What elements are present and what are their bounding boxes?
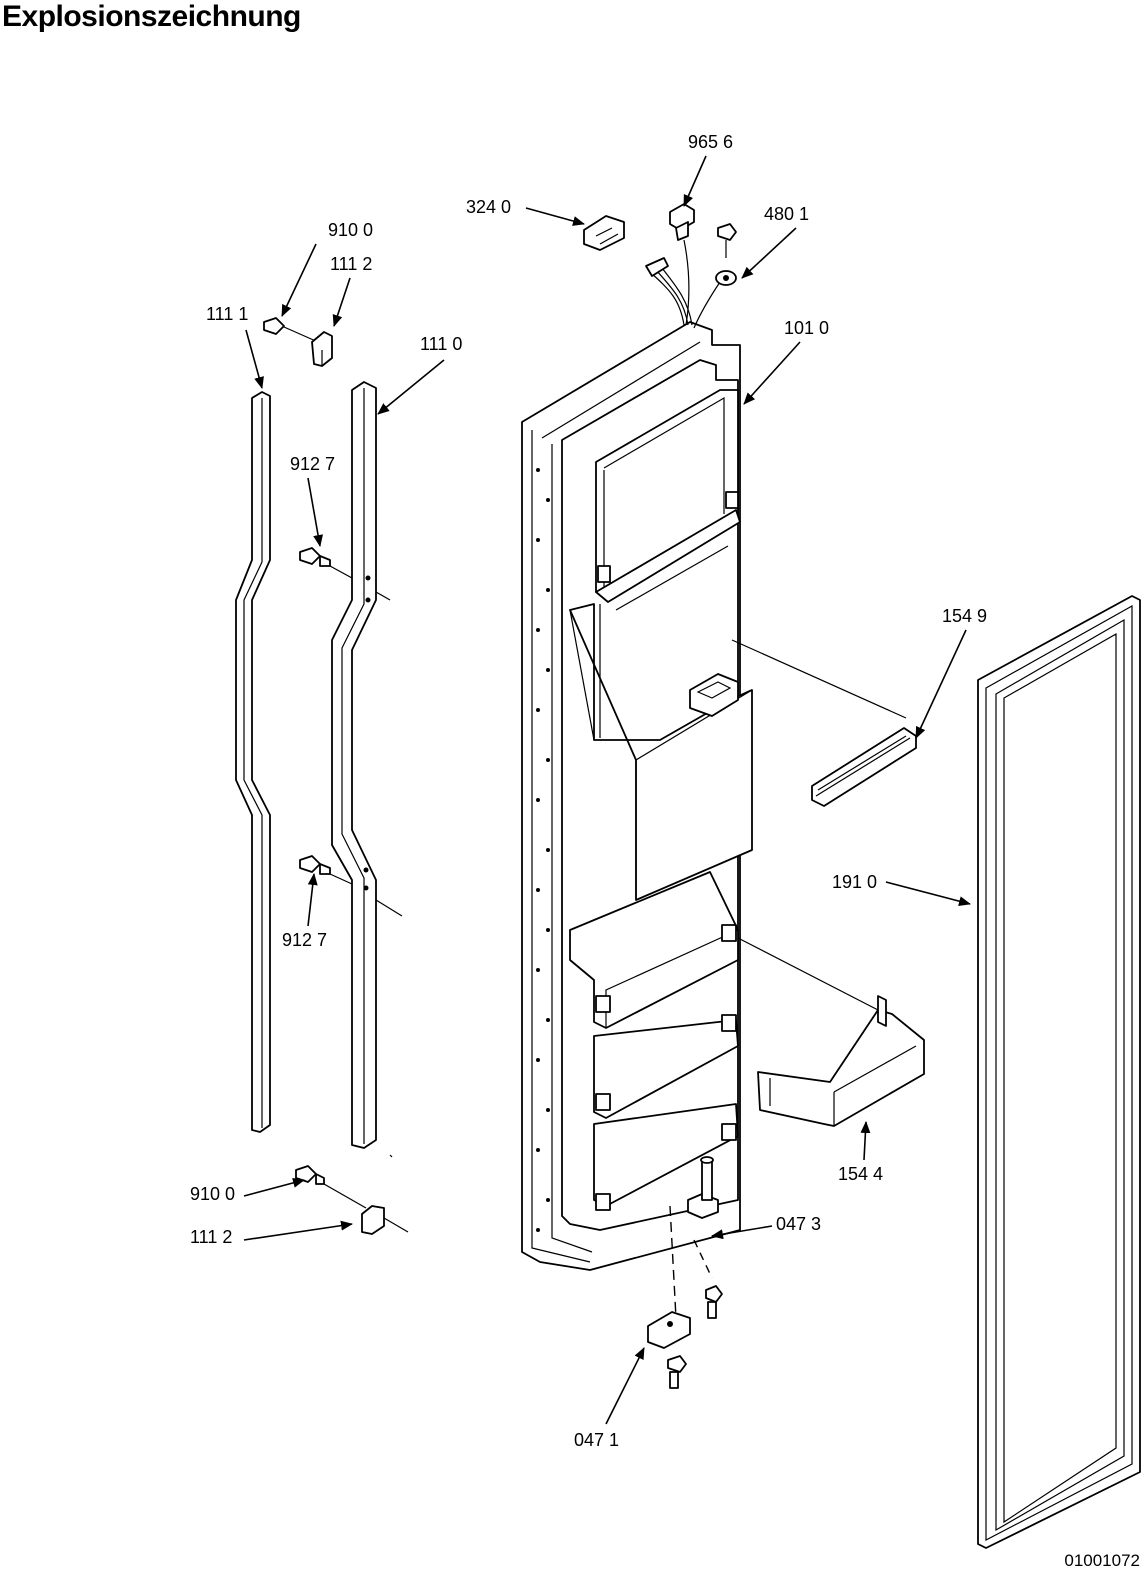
label-9100-bottom: 910 0 [190, 1184, 235, 1204]
screw-4801 [715, 223, 737, 286]
door-liner-1010 [521, 321, 907, 1319]
door-gasket-1910 [977, 595, 1141, 1549]
label-3240: 324 0 [466, 197, 511, 217]
door-bin-1544 [757, 995, 925, 1127]
label-9100-top: 910 0 [328, 220, 373, 240]
label-1549: 154 9 [942, 606, 987, 626]
hinge-block-1112-top [311, 331, 333, 367]
screw-9127-bottom [299, 855, 353, 885]
label-9127-top: 912 7 [290, 454, 335, 474]
document-number: 01001072 [1064, 1551, 1140, 1570]
screw-9100-top [263, 317, 319, 343]
label-9656: 965 6 [688, 132, 733, 152]
label-1112-top: 111 2 [330, 254, 372, 274]
hinge-bar-1110 [331, 381, 403, 1149]
label-0471: 047 1 [574, 1430, 619, 1450]
screw-9100-bottom [295, 1165, 367, 1209]
label-1112-bottom: 111 2 [190, 1227, 232, 1247]
lamp-socket-9656 [669, 203, 695, 241]
label-9127-bottom: 912 7 [282, 930, 327, 950]
leader-lines [243, 155, 971, 1425]
label-0473: 047 3 [776, 1214, 821, 1234]
hinge-strip-1111 [235, 391, 271, 1133]
wire-harness [645, 239, 721, 329]
connector-3240 [583, 215, 625, 251]
label-1110: 111 0 [420, 334, 462, 354]
hinge-pin-0473 [687, 1156, 719, 1219]
label-4801: 480 1 [764, 204, 809, 224]
label-1010: 101 0 [784, 318, 829, 338]
label-1544: 154 4 [838, 1164, 883, 1184]
screw-9127-top [299, 547, 353, 579]
label-1111: 111 1 [206, 304, 248, 324]
page-title: Explosionszeichnung [2, 0, 301, 33]
bottom-hinge-0471 [647, 1311, 691, 1389]
label-1910: 191 0 [832, 872, 877, 892]
shelf-rail-1549 [811, 727, 917, 807]
screw-hinge-lower-right [705, 1285, 723, 1319]
hinge-block-1112-bottom [361, 1154, 409, 1235]
